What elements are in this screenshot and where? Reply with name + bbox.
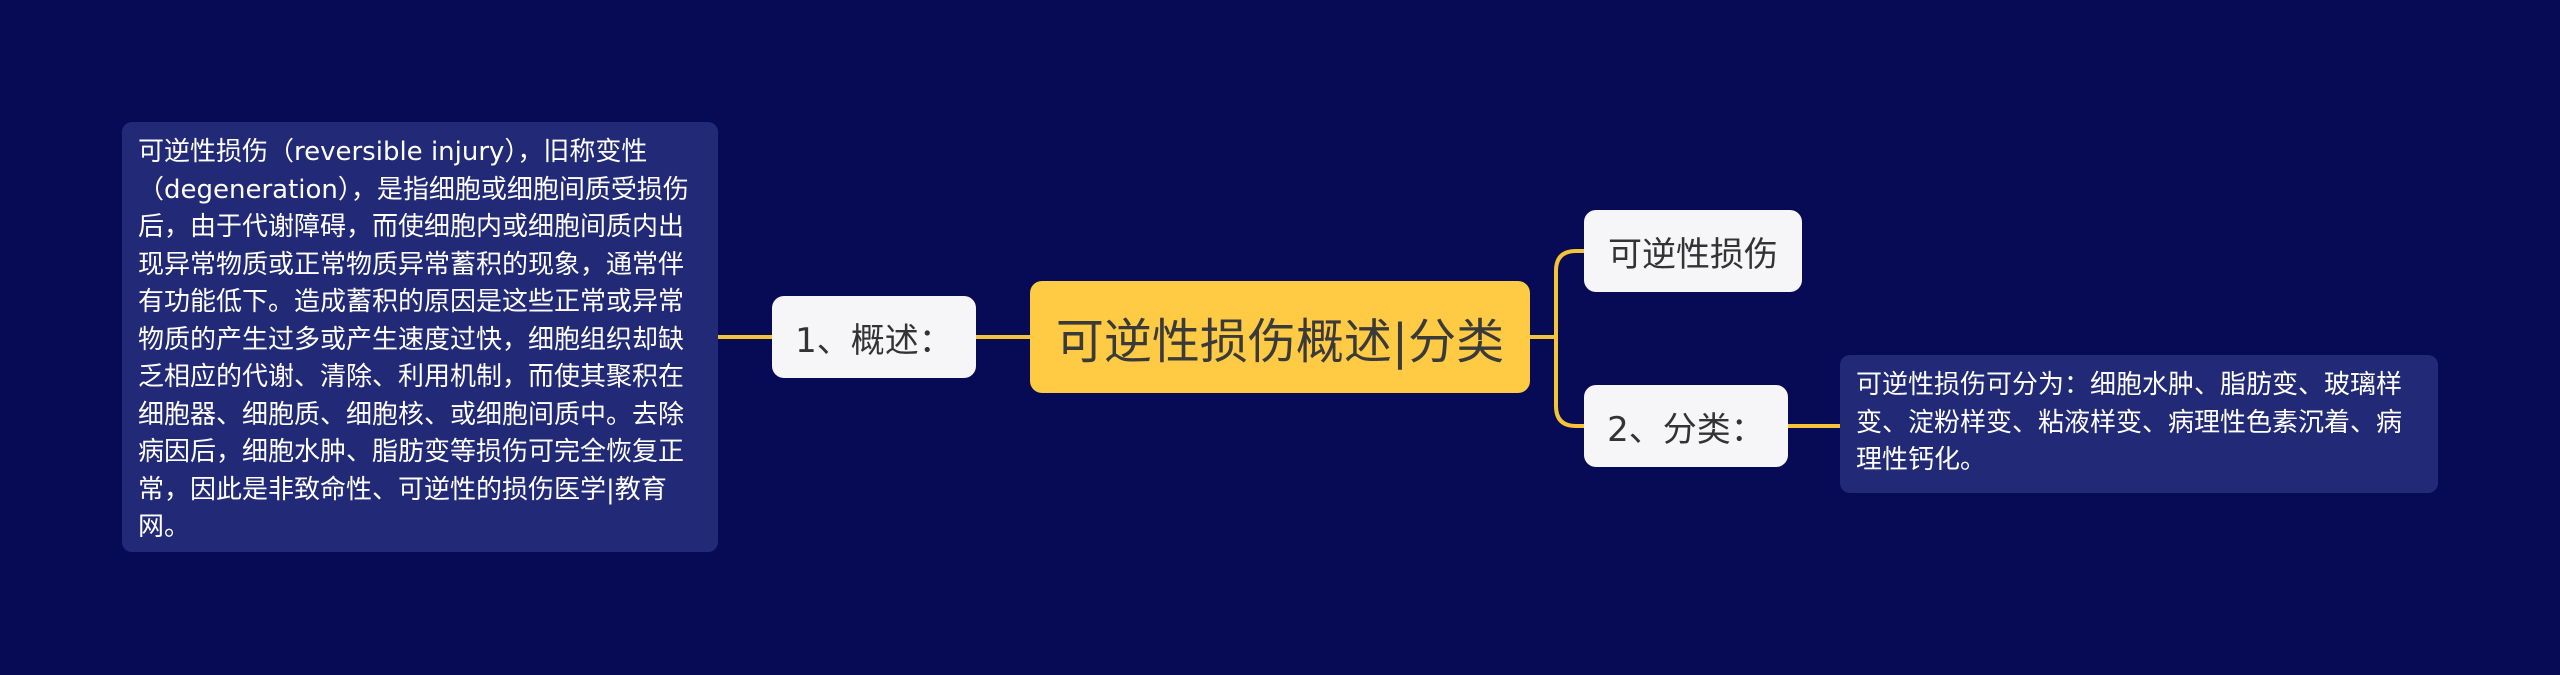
connector-root-classification [1554,337,1584,428]
overview-note-text: 可逆性损伤（reversible injury），旧称变性（degenerati… [138,137,689,542]
overview-node[interactable]: 1、概述： [772,296,976,378]
root-node-label: 可逆性损伤概述|分类 [1055,314,1505,370]
classification-node[interactable]: 2、分类： [1584,385,1788,467]
connector-root-title [1554,249,1584,337]
overview-node-label: 1、概述： [795,320,953,361]
root-node[interactable]: 可逆性损伤概述|分类 [1030,281,1530,393]
reversible-injury-node[interactable]: 可逆性损伤 [1584,210,1802,292]
classification-note: 可逆性损伤可分为：细胞水肿、脂肪变、玻璃样变、淀粉样变、粘液样变、病理性色素沉着… [1840,355,2438,493]
classification-note-text: 可逆性损伤可分为：细胞水肿、脂肪变、玻璃样变、淀粉样变、粘液样变、病理性色素沉着… [1856,370,2403,475]
overview-note: 可逆性损伤（reversible injury），旧称变性（degenerati… [122,122,718,552]
reversible-injury-node-label: 可逆性损伤 [1608,234,1778,275]
classification-node-label: 2、分类： [1607,409,1765,450]
